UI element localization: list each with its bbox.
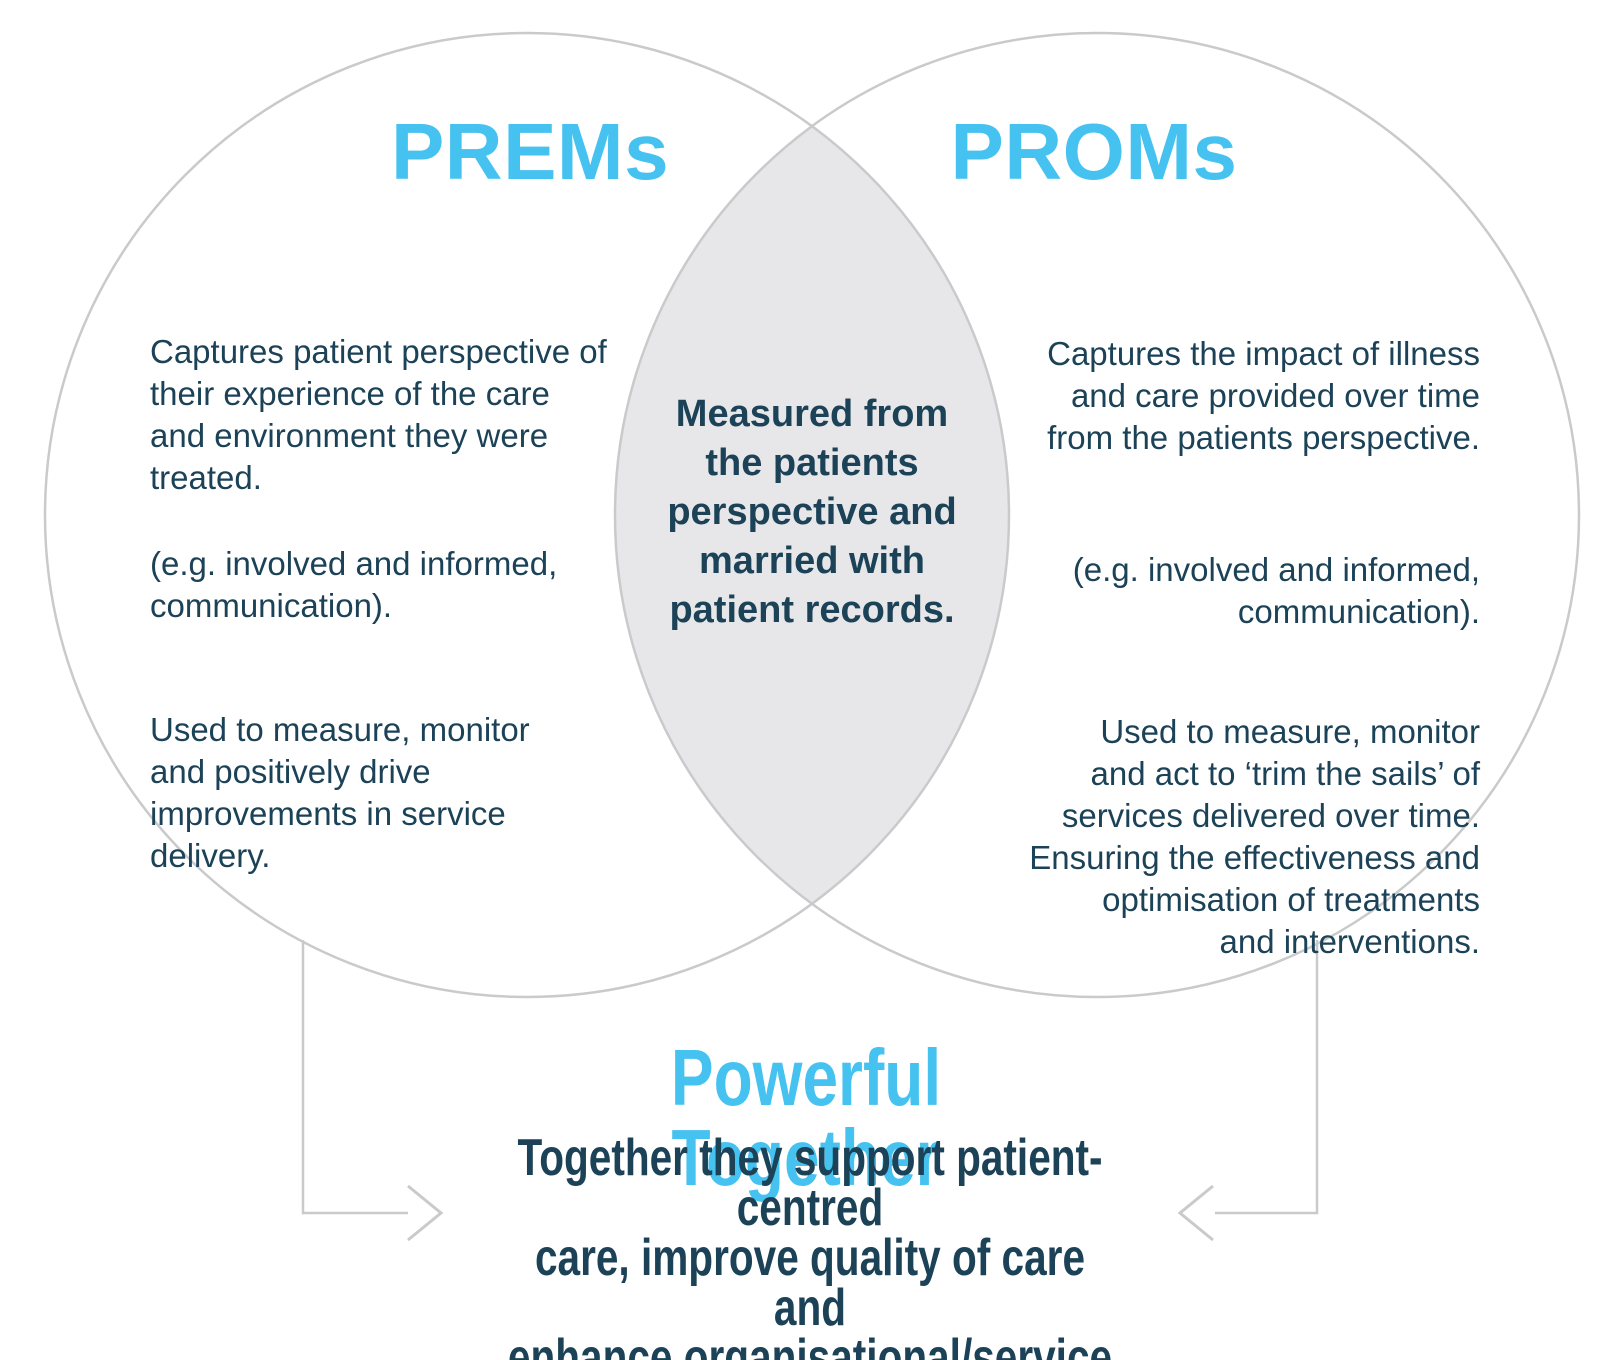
proms-paragraph-3: Used to measure, monitor and act to ‘tri… [1029, 713, 1480, 960]
proms-title: PROMs [950, 107, 1238, 196]
prems-paragraph-2: (e.g. involved and informed, communicati… [150, 545, 558, 624]
proms-text-block: Captures the impact of illness and care … [940, 291, 1480, 1005]
left-connector-arrow-icon [407, 1184, 444, 1242]
prems-circle [43, 31, 1011, 999]
proms-circle [613, 31, 1581, 999]
prems-paragraph-1: Captures patient perspective of their ex… [150, 333, 607, 496]
footer-title: Powerful Together [670, 1033, 942, 1202]
footer-text: Together they support patient-centred ca… [507, 1129, 1113, 1360]
right-connector-arrow-icon [1177, 1184, 1214, 1242]
proms-paragraph-1: Captures the impact of illness and care … [1047, 335, 1480, 456]
overlap-lens-shape [614, 126, 1010, 904]
overlap-text: Measured from the patients perspective a… [667, 393, 957, 631]
left-connector-line [301, 940, 408, 1215]
right-connector-line [1215, 940, 1319, 1215]
proms-paragraph-2: (e.g. involved and informed, communicati… [1072, 551, 1480, 630]
prems-paragraph-3: Used to measure, monitor and positively … [150, 711, 530, 874]
prems-title: PREMs [390, 107, 670, 196]
prems-text-block: Captures patient perspective of their ex… [150, 289, 690, 919]
